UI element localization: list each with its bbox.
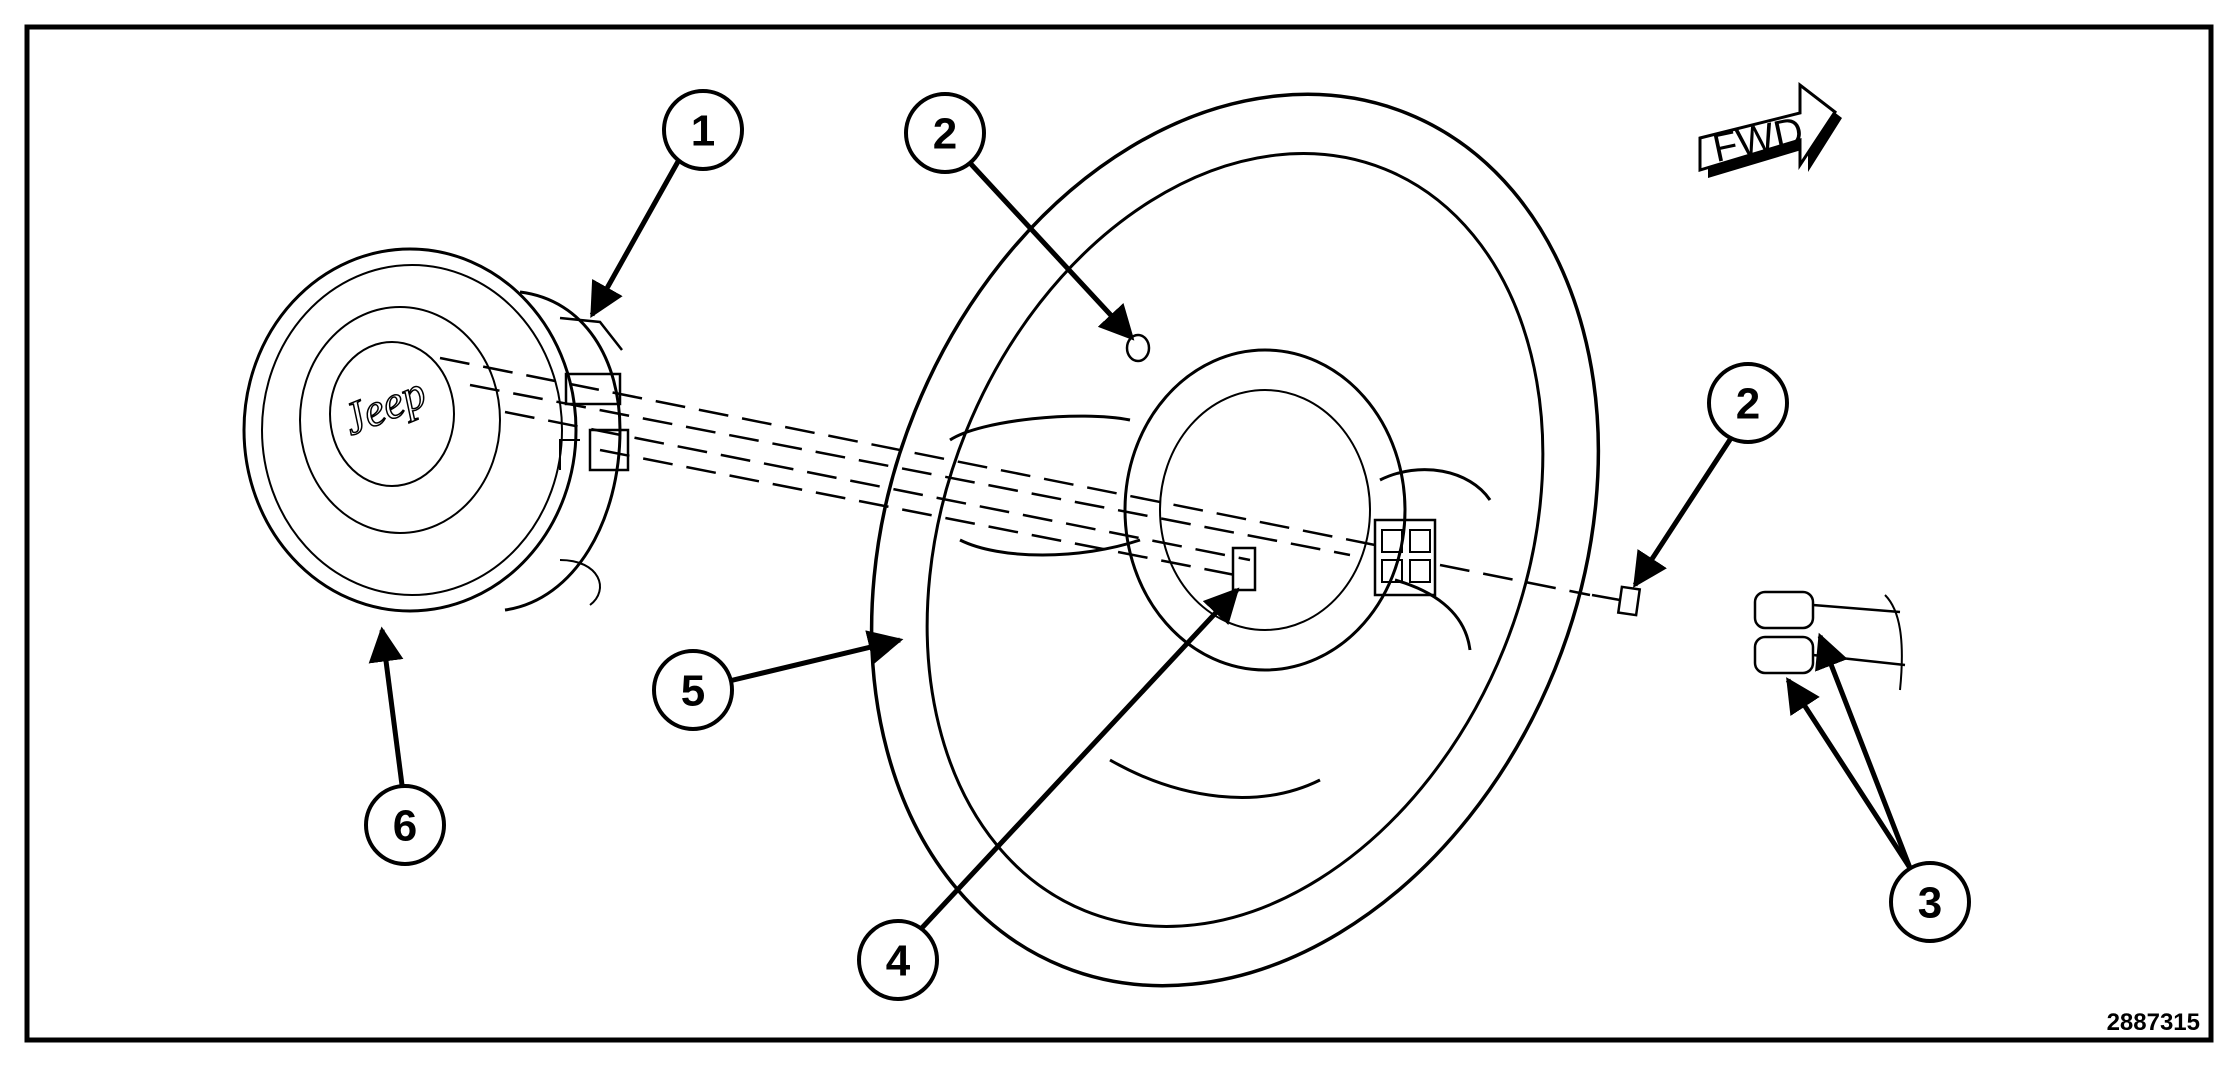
callout-2b: 2 [1707, 362, 1789, 444]
callout-3-label: 3 [1918, 879, 1942, 928]
airbag-module: Jeep [242, 247, 630, 613]
leader-arrows [368, 156, 1913, 932]
leader-6 [368, 626, 405, 786]
callout-3: 3 [1889, 861, 1971, 943]
mounting-bolt [1591, 585, 1642, 617]
steering-wheel [869, 92, 1601, 988]
callout-4-label: 4 [886, 937, 911, 986]
airbag-connectors [1753, 590, 1906, 691]
callout-6-label: 6 [393, 802, 417, 851]
callout-2a: 2 [904, 92, 986, 174]
leader-1 [589, 156, 683, 319]
callout-5: 5 [652, 649, 734, 731]
callout-4: 4 [857, 919, 939, 1001]
figure-id: 2887315 [2107, 1009, 2200, 1036]
jeep-emblem: Jeep [336, 366, 433, 445]
alignment-lines [439, 356, 1591, 597]
fwd-label: FWD [1709, 109, 1807, 171]
leader-4 [918, 587, 1240, 932]
leader-5 [724, 630, 904, 685]
forward-direction-indicator: FWD [1698, 81, 1842, 178]
leader-2a [968, 161, 1135, 341]
leader-3b [1785, 677, 1913, 870]
callout-6: 6 [364, 784, 446, 866]
figure-frame [24, 24, 2214, 1043]
fwd-arrow-icon [1698, 81, 1838, 173]
leader-2b [1632, 430, 1738, 588]
callout-1: 1 [662, 89, 744, 171]
callout-5-label: 5 [681, 667, 705, 716]
callout-2b-label: 2 [1736, 380, 1760, 429]
leader-3a [1815, 632, 1913, 869]
callout-2a-label: 2 [933, 110, 957, 159]
callout-1-label: 1 [691, 107, 715, 156]
